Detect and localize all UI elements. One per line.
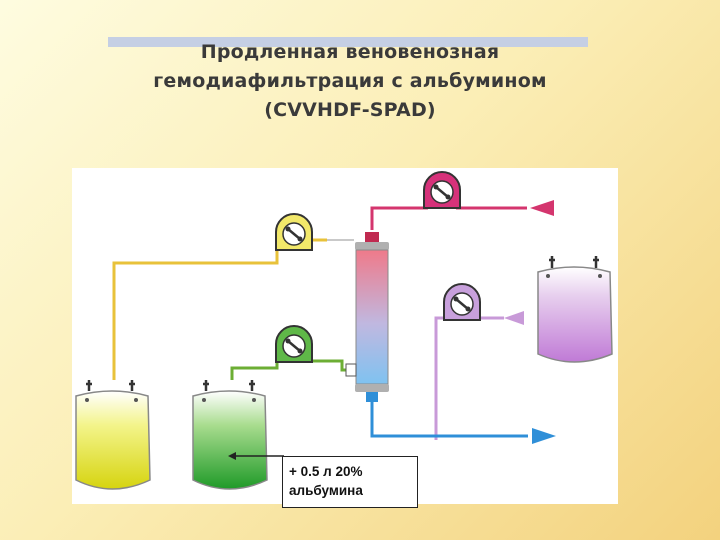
green-albumin-bag-icon bbox=[192, 380, 268, 490]
red-pump-icon bbox=[423, 171, 461, 209]
venous-arrow-icon bbox=[532, 428, 556, 444]
violet-effluent-bag-icon bbox=[537, 256, 613, 363]
title-underline-bar bbox=[108, 37, 588, 47]
title-line-3: (CVVHDF-SPAD) bbox=[264, 99, 436, 121]
cvvhdf-circuit-diagram bbox=[72, 168, 618, 504]
albumin-callout-box: + 0.5 л 20% альбумина bbox=[282, 456, 418, 508]
violet-pump-icon bbox=[443, 283, 481, 321]
slide-title: Продленная вено­венозная гемодиафильтрац… bbox=[90, 38, 610, 125]
callout-pointer-arrow bbox=[228, 452, 284, 460]
red-arterial-line bbox=[370, 200, 554, 230]
hemofilter bbox=[345, 232, 389, 402]
yellow-dialysate-line bbox=[112, 238, 354, 380]
blue-venous-line bbox=[370, 394, 556, 444]
violet-effluent-line bbox=[434, 311, 524, 440]
arterial-arrow-icon bbox=[530, 200, 554, 216]
yellow-dialysate-bag-icon bbox=[75, 380, 151, 490]
effluent-arrow-icon bbox=[504, 311, 524, 325]
title-line-2: гемодиафильтрация с альбумином bbox=[153, 70, 547, 92]
title-line-1: Продленная вено­венозная bbox=[200, 41, 500, 63]
yellow-pump-icon bbox=[275, 213, 313, 251]
callout-line-1: + 0.5 л 20% bbox=[289, 464, 363, 479]
callout-line-2: альбумина bbox=[289, 483, 363, 498]
green-pump-icon bbox=[275, 325, 313, 363]
green-albumin-line bbox=[230, 359, 354, 380]
